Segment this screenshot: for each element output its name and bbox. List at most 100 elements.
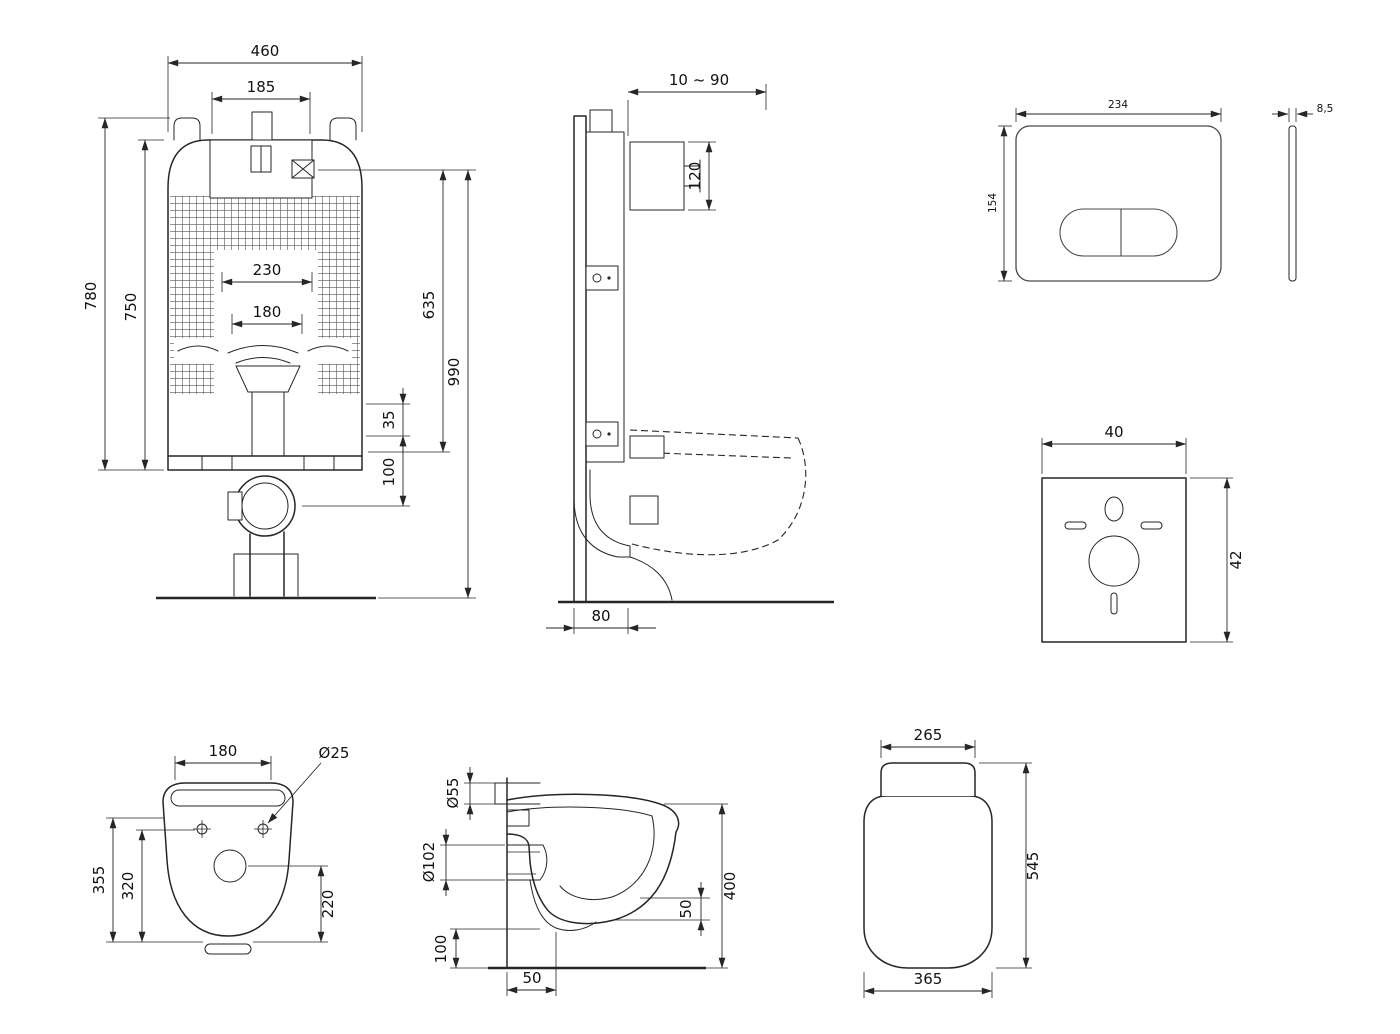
dim-bowl-320: 320 xyxy=(119,829,195,943)
dim-label-180-frame: 180 xyxy=(253,303,282,321)
dim-height-750: 750 xyxy=(122,139,164,471)
dim-plate-234: 234 xyxy=(1015,99,1222,122)
dim-label-265: 265 xyxy=(914,726,943,744)
dim-label-460: 460 xyxy=(251,42,280,60)
dim-label-750: 750 xyxy=(122,293,140,322)
dim-label-35: 35 xyxy=(380,410,398,429)
dim-side-400: 400 xyxy=(664,803,739,969)
dim-label-320: 320 xyxy=(119,872,137,901)
wall-anchor xyxy=(629,141,685,211)
mat-hole-large xyxy=(1088,535,1140,587)
inlet-pipe xyxy=(494,782,541,805)
dim-label-dia55: Ø55 xyxy=(444,778,462,809)
dim-label-365: 365 xyxy=(914,970,943,988)
bowl-spigot xyxy=(204,943,252,955)
dim-label-400: 400 xyxy=(721,872,739,901)
dim-label-220: 220 xyxy=(319,890,337,919)
sound-mat-body xyxy=(1041,477,1187,643)
dim-width-180-frame: 180 xyxy=(231,303,303,334)
dim-bowl-220: 220 xyxy=(248,865,337,943)
dim-label-180-bowl: 180 xyxy=(209,742,238,760)
view-sound-mat: 40 42 xyxy=(1041,423,1245,643)
drain-pipe xyxy=(249,531,285,597)
dim-height-120: 120 xyxy=(686,141,716,211)
dim-mat-40: 40 xyxy=(1041,423,1187,474)
seat-mounting-bar xyxy=(170,789,286,807)
dim-dia-25: Ø25 xyxy=(267,744,350,824)
inlet-hole xyxy=(213,849,247,883)
trap-curve xyxy=(529,879,597,931)
dim-label-50-right: 50 xyxy=(677,899,695,918)
dim-width-460: 460 xyxy=(167,42,363,132)
dim-plate-154: 154 xyxy=(987,125,1012,282)
dim-height-100-frame: 100 xyxy=(302,435,410,507)
fixing-point-lower xyxy=(585,421,619,447)
dim-width-230: 230 xyxy=(221,261,313,292)
mat-slot-right xyxy=(1140,521,1163,530)
flush-button xyxy=(1059,208,1178,257)
mat-slot-bottom xyxy=(1110,592,1118,615)
dim-label-154: 154 xyxy=(987,193,999,213)
outlet-pipe xyxy=(506,844,548,881)
dim-width-185: 185 xyxy=(211,78,311,134)
water-level-lines xyxy=(177,345,349,364)
dim-label-100-frame: 100 xyxy=(380,458,398,487)
view-bowl-front: 265 545 365 xyxy=(863,726,1042,998)
dim-label-8-5: 8,5 xyxy=(1317,103,1334,115)
dim-height-635: 635 xyxy=(318,169,476,453)
bowl-top-outline xyxy=(162,782,294,937)
view-bowl-side: Ø55 Ø102 100 50 400 50 xyxy=(420,767,739,996)
dim-label-545: 545 xyxy=(1024,852,1042,881)
dim-front-265: 265 xyxy=(880,726,976,758)
dim-mat-42: 42 xyxy=(1190,477,1245,643)
dim-label-dia25: Ø25 xyxy=(319,744,350,762)
dim-label-100-side: 100 xyxy=(432,935,450,964)
cistern-profile xyxy=(585,131,625,463)
frame-foot-right xyxy=(303,455,335,471)
dim-label-42: 42 xyxy=(1227,550,1245,569)
dim-label-185: 185 xyxy=(247,78,276,96)
dim-label-120: 120 xyxy=(686,162,704,191)
dim-label-990: 990 xyxy=(445,358,463,387)
dim-label-355: 355 xyxy=(90,866,108,895)
dim-plate-thickness: 8,5 xyxy=(1272,103,1333,122)
dim-dia-55: Ø55 xyxy=(444,767,495,820)
view-flush-plate: 234 154 8,5 xyxy=(987,99,1333,282)
dim-side-50-bottom: 50 xyxy=(506,932,557,996)
mat-slot-left xyxy=(1064,521,1087,530)
mounting-bracket-left xyxy=(173,117,201,141)
view-bowl-top: 180 Ø25 355 320 220 xyxy=(90,742,350,955)
flush-bend xyxy=(573,469,631,558)
outlet-elbow xyxy=(234,475,296,537)
dim-label-50-bottom: 50 xyxy=(522,969,541,987)
dim-depth-80: 80 xyxy=(546,607,656,634)
dim-label-230: 230 xyxy=(253,261,282,279)
frame-foot-left xyxy=(201,455,233,471)
flush-plate-body xyxy=(1015,125,1222,282)
bowl-side-outline xyxy=(506,793,680,925)
bowl-front-tank xyxy=(880,762,976,797)
dim-front-545: 545 xyxy=(979,762,1042,969)
dim-bowl-180: 180 xyxy=(174,742,272,780)
dim-label-234: 234 xyxy=(1108,99,1128,111)
fixing-point-upper xyxy=(585,265,619,291)
dim-height-990: 990 xyxy=(378,169,476,599)
flush-valve xyxy=(235,365,301,393)
dim-label-780: 780 xyxy=(82,282,100,311)
dim-depth-range: 10 ~ 90 xyxy=(627,71,767,136)
dim-dia-102: Ø102 xyxy=(420,829,505,896)
fill-valve-stub xyxy=(251,111,273,141)
view-cistern-side: 10 ~ 90 120 80 xyxy=(546,71,834,634)
dim-label-40: 40 xyxy=(1104,423,1123,441)
bowl-front-body xyxy=(863,795,993,969)
mounting-bracket-right xyxy=(329,117,357,141)
dim-label-dia102: Ø102 xyxy=(420,842,438,882)
view-cistern-front: 460 185 780 750 230 180 xyxy=(82,42,476,600)
dim-side-100: 100 xyxy=(432,928,540,969)
dim-height-780: 780 xyxy=(82,117,170,471)
dim-label-depth-range: 10 ~ 90 xyxy=(669,71,729,89)
dim-front-365: 365 xyxy=(863,970,993,998)
dim-bowl-355: 355 xyxy=(90,817,203,943)
